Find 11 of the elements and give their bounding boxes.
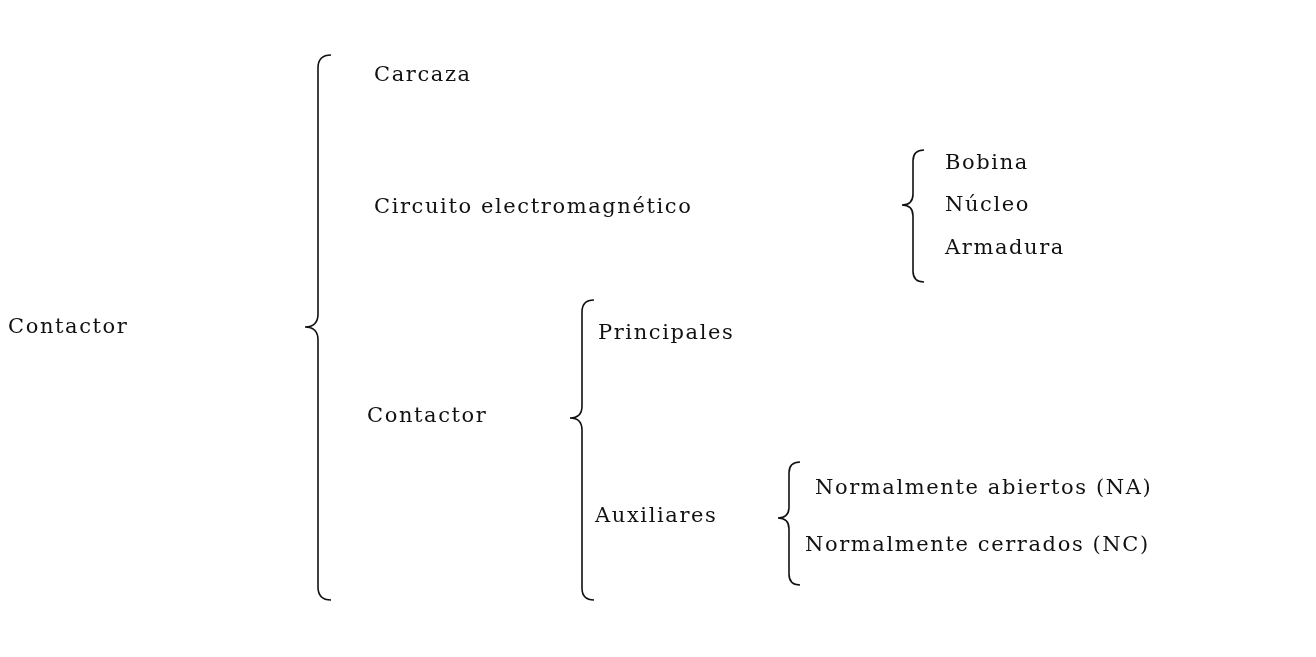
node-label: Circuito electromagnético — [374, 194, 693, 220]
node-label: Contactor — [8, 314, 129, 340]
node-label: Carcaza — [374, 62, 472, 88]
node-label: Normalmente cerrados (NC) — [805, 532, 1150, 558]
node-label: Auxiliares — [595, 503, 718, 529]
node-label: Armadura — [945, 235, 1065, 261]
node-label: Contactor — [367, 403, 488, 429]
node-label: Núcleo — [945, 192, 1031, 218]
node-label: Bobina — [945, 150, 1029, 176]
node-label: Principales — [598, 320, 735, 346]
node-label: Normalmente abiertos (NA) — [815, 475, 1153, 501]
